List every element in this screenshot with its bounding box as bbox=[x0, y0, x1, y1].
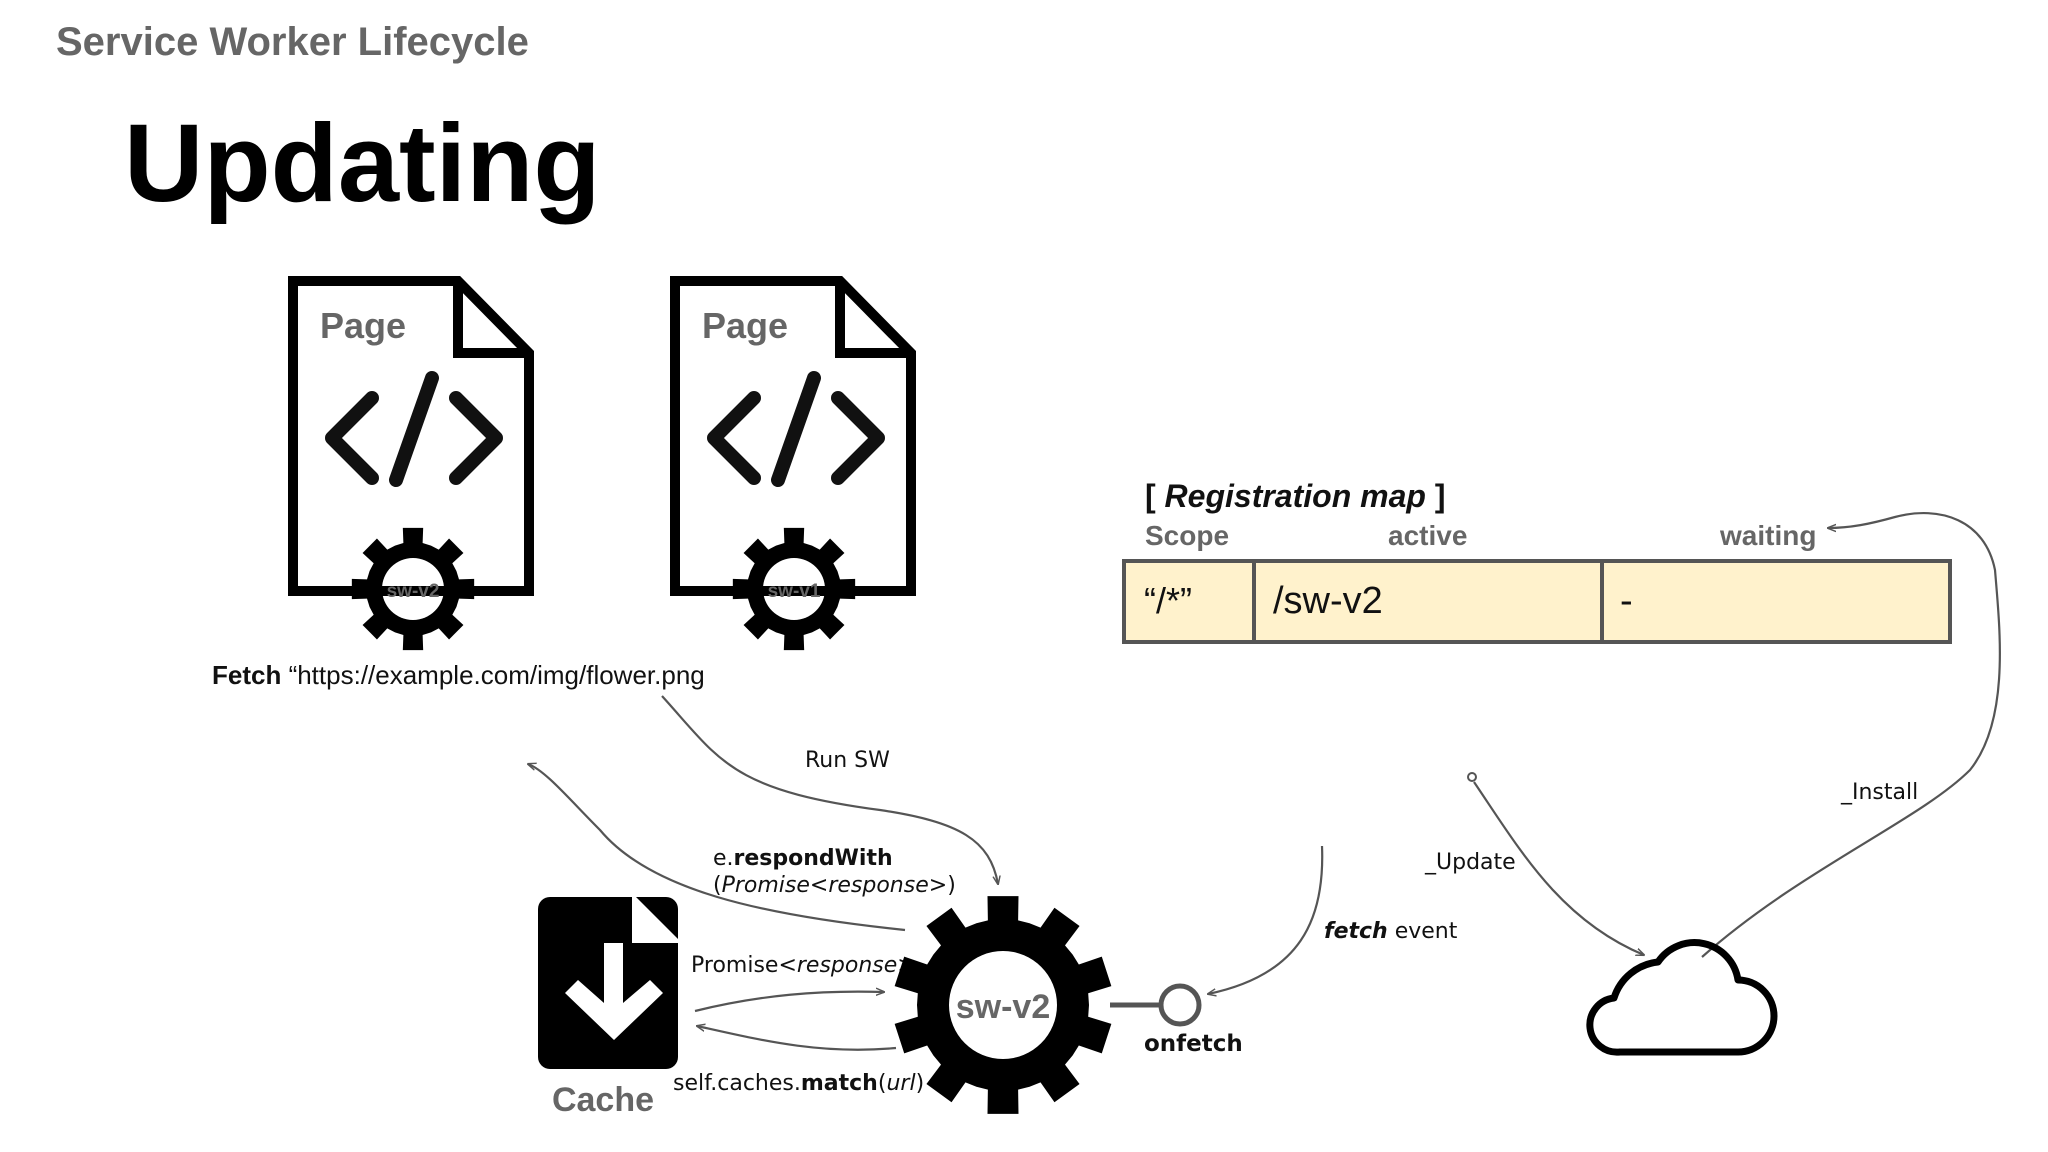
cloud-icon bbox=[1586, 939, 1778, 1056]
onfetch-label: onfetch bbox=[1144, 1031, 1243, 1057]
respond-with-label-line2: (Promise<response>) bbox=[713, 873, 956, 898]
update-label: _Update bbox=[1424, 850, 1516, 875]
registration-header-scope: Scope bbox=[1145, 520, 1229, 551]
gear-shape bbox=[732, 527, 856, 651]
update-origin-dot bbox=[1467, 772, 1477, 782]
promise-response-arrow bbox=[694, 992, 884, 1013]
registration-cell-scope: “/*” bbox=[1144, 580, 1192, 621]
registration-header-waiting: waiting bbox=[1719, 520, 1816, 551]
respond-with-label-line1: e.respondWith bbox=[713, 846, 893, 871]
install-label: _Install bbox=[1840, 780, 1918, 805]
cache-label: Cache bbox=[552, 1081, 654, 1119]
page-document-2: Page sw-v1 bbox=[670, 276, 916, 651]
run-sw-arrow bbox=[661, 695, 998, 884]
worker-label: sw-v2 bbox=[956, 988, 1051, 1026]
run-sw-label: Run SW bbox=[805, 748, 890, 773]
page-code-icon bbox=[288, 276, 534, 596]
fetch-keyword: Fetch bbox=[212, 660, 281, 690]
respond-with-arrow bbox=[528, 764, 906, 932]
cache-store: Cache bbox=[538, 897, 678, 1119]
registration-cell-active: /sw-v2 bbox=[1273, 580, 1383, 622]
slide-title: Updating bbox=[124, 102, 601, 225]
arrows bbox=[528, 512, 2001, 1051]
cache-match-label: self.caches.match(url) bbox=[673, 1071, 924, 1096]
fetch-event-arrow bbox=[1208, 845, 1324, 994]
registration-map: [ Registration map ] Scope active waitin… bbox=[1122, 478, 1952, 644]
page-label: Page bbox=[320, 305, 406, 346]
page-sw-label: sw-v2 bbox=[387, 581, 440, 602]
gear-icon: sw-v2 bbox=[894, 896, 1112, 1114]
gear-icon: sw-v2 bbox=[351, 527, 475, 651]
gear-shape bbox=[351, 527, 475, 651]
cache-match-arrow bbox=[697, 1026, 897, 1051]
promise-response-label: Promise<response> bbox=[691, 953, 916, 978]
install-arrow bbox=[1701, 512, 2001, 958]
registration-header-active: active bbox=[1388, 520, 1467, 551]
fetch-url: “https://example.com/img/flower.png bbox=[281, 660, 704, 690]
registration-cell-waiting: - bbox=[1620, 580, 1633, 622]
page-label: Page bbox=[702, 305, 788, 346]
gear-shape bbox=[894, 896, 1112, 1114]
service-worker: sw-v2 onfetch bbox=[894, 896, 1243, 1114]
page-sw-label: sw-v1 bbox=[768, 581, 821, 602]
fetch-event-label: fetch event bbox=[1324, 919, 1458, 944]
page-document-1: Page sw-v2 bbox=[288, 276, 534, 651]
onfetch-handler-port bbox=[1158, 983, 1202, 1027]
update-arrow bbox=[1473, 781, 1644, 955]
page-code-icon bbox=[670, 276, 916, 596]
registration-map-title: [ Registration map ] bbox=[1145, 478, 1445, 514]
cache-download-icon bbox=[538, 897, 678, 1069]
gear-icon: sw-v1 bbox=[732, 527, 856, 651]
slide-subtitle: Service Worker Lifecycle bbox=[56, 20, 529, 64]
fetch-request-text: Fetch “https://example.com/img/flower.pn… bbox=[212, 660, 705, 690]
